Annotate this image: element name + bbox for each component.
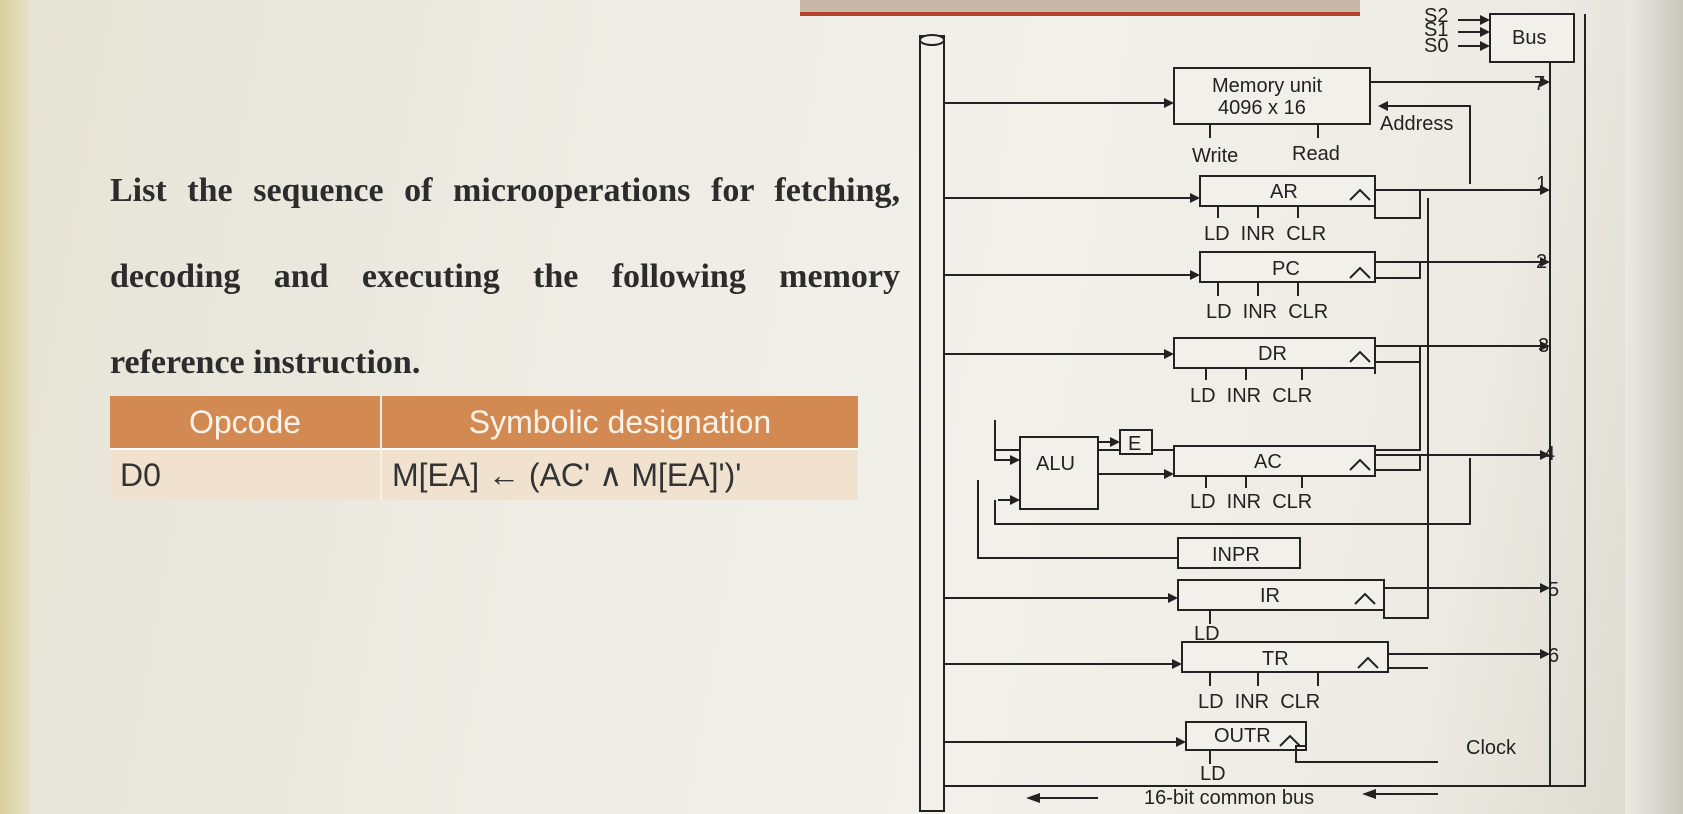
- slide-top-strip: [800, 0, 1360, 16]
- table-cell-symbolic: M[EA] ← (AC' ∧ M[EA]')': [380, 448, 858, 500]
- ac-controls: LD INR CLR: [1190, 491, 1312, 513]
- outr-ld: LD: [1200, 763, 1226, 785]
- register-ir: IR: [1260, 585, 1280, 607]
- table-header-symbolic: Symbolic designation: [380, 396, 858, 449]
- register-tr: TR: [1262, 648, 1289, 670]
- ir-ld: LD: [1194, 623, 1220, 645]
- opcode-table: Opcode Symbolic designation D0 M[EA] ← (…: [110, 396, 858, 500]
- bus-number-6: 6: [1548, 645, 1559, 667]
- bus-number-1: 1: [1536, 173, 1547, 195]
- table-cell-opcode: D0: [110, 448, 381, 500]
- register-outr: OUTR: [1214, 725, 1271, 747]
- register-pc: PC: [1272, 258, 1300, 280]
- question-text: List the sequence of microoperations for…: [110, 172, 900, 381]
- bus-box-label: Bus: [1512, 27, 1546, 49]
- select-line-s0: S0: [1424, 35, 1448, 57]
- table-row: D0 M[EA] ← (AC' ∧ M[EA]')': [110, 448, 858, 500]
- bus-number-2: 2: [1536, 251, 1547, 273]
- write-label: Write: [1192, 145, 1238, 167]
- bus-number-5: 5: [1548, 579, 1559, 601]
- slide-right-edge: [1625, 0, 1683, 814]
- select-line-s2: S2: [1424, 5, 1448, 27]
- pc-controls: LD INR CLR: [1206, 301, 1328, 323]
- read-label: Read: [1292, 143, 1340, 165]
- tr-controls: LD INR CLR: [1198, 691, 1320, 713]
- dr-controls: LD INR CLR: [1190, 385, 1312, 407]
- table-header-row: Opcode Symbolic designation: [110, 396, 858, 449]
- register-ar: AR: [1270, 181, 1298, 203]
- register-ac: AC: [1254, 451, 1282, 473]
- table-header-opcode: Opcode: [110, 396, 381, 449]
- ar-controls: LD INR CLR: [1204, 223, 1326, 245]
- memory-unit-label: Memory unit: [1212, 75, 1322, 97]
- slide-left-edge: [0, 0, 30, 814]
- memory-unit-size: 4096 x 16: [1218, 97, 1306, 119]
- clock-label: Clock: [1466, 737, 1517, 759]
- bus-number-4: 4: [1544, 443, 1555, 465]
- bus-number-7: 7: [1534, 73, 1545, 95]
- alu-label: ALU: [1036, 453, 1075, 475]
- address-label: Address: [1380, 113, 1453, 135]
- register-dr: DR: [1258, 343, 1287, 365]
- bus-number-3: 3: [1538, 335, 1549, 357]
- common-bus-label: 16-bit common bus: [1144, 787, 1314, 809]
- register-inpr: INPR: [1212, 544, 1260, 566]
- select-line-s1: S1: [1424, 19, 1448, 41]
- e-flag-label: E: [1128, 433, 1141, 455]
